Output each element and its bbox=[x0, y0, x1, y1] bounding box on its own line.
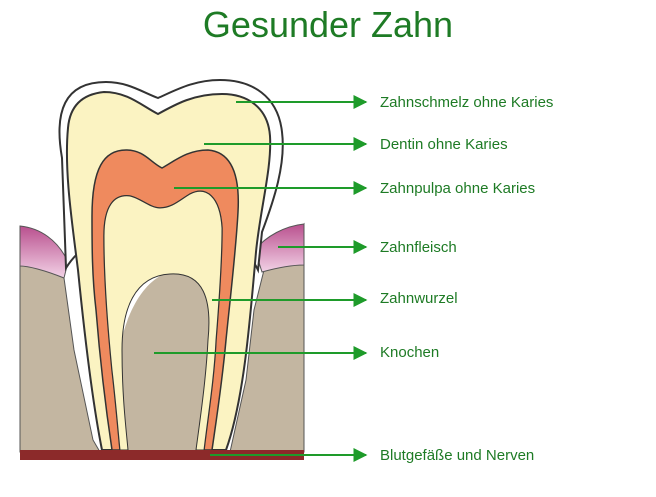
bone-region bbox=[113, 273, 223, 450]
gum-left bbox=[19, 225, 69, 279]
label-enamel: Zahnschmelz ohne Karies bbox=[380, 94, 554, 111]
label-gum: Zahnfleisch bbox=[380, 239, 457, 256]
page-title: Gesunder Zahn bbox=[202, 4, 454, 45]
label-bone: Knochen bbox=[380, 344, 440, 361]
label-pulp: Zahnpulpa ohne Karies bbox=[380, 180, 536, 197]
blood-vessel-band bbox=[20, 450, 304, 460]
dentin bbox=[103, 190, 223, 451]
label-root: Zahnwurzel bbox=[380, 290, 458, 307]
label-dentin: Dentin ohne Karies bbox=[380, 136, 508, 153]
label-vessels: Blutgefäße und Nerven bbox=[380, 447, 535, 464]
